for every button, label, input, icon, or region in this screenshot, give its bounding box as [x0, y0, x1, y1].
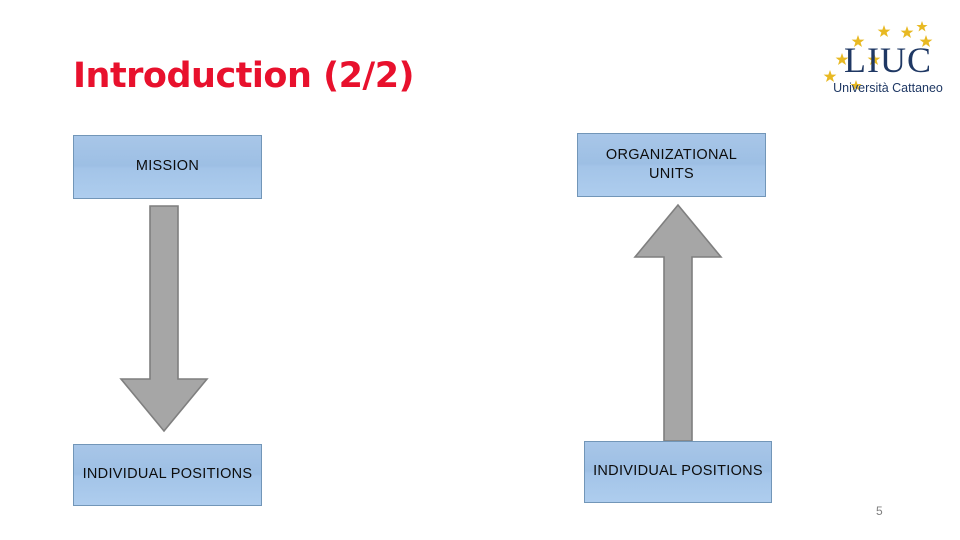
logo-stars: [823, 21, 933, 91]
logo-wordmark: LIUC: [844, 40, 932, 80]
box-mission: MISSION: [73, 135, 262, 199]
org-units-line-2: UNITS: [648, 166, 694, 182]
down-arrow-icon: [119, 205, 209, 433]
org-units-line-1: ORGANIZATIONAL: [605, 146, 738, 163]
box-individual-positions-right: INDIVIDUAL POSITIONS: [584, 441, 772, 503]
box-organizational-units: ORGANIZATIONAL UNITS: [577, 133, 766, 197]
box-organizational-units-label: ORGANIZATIONAL UNITS: [606, 146, 737, 184]
page-title: Introduction (2/2): [73, 56, 415, 96]
logo-svg: LIUC Università Cattaneo: [823, 21, 943, 95]
up-arrow-icon: [633, 203, 723, 442]
page-number: 5: [876, 504, 883, 518]
box-individual-positions-left: INDIVIDUAL POSITIONS: [73, 444, 262, 506]
liuc-logo: LIUC Università Cattaneo: [822, 8, 954, 100]
logo-subtitle: Università Cattaneo: [833, 81, 943, 95]
